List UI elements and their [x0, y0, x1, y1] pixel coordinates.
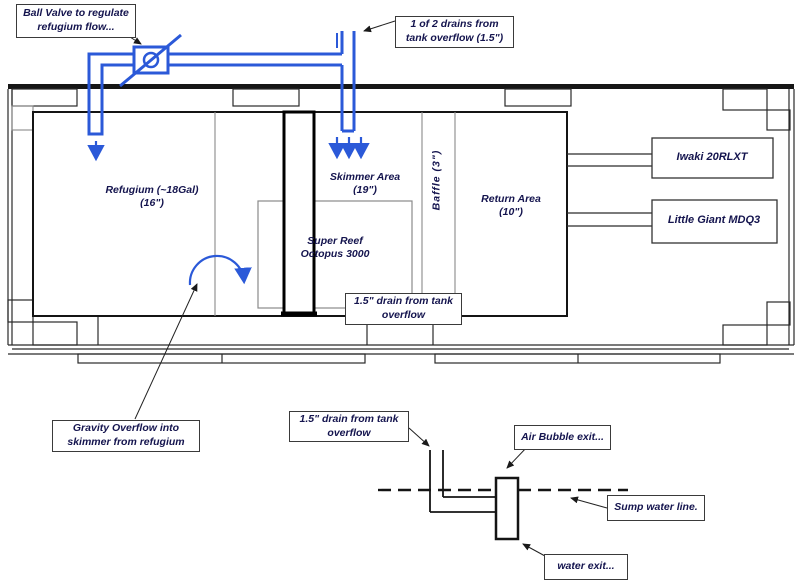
drains-top-leader [363, 20, 396, 33]
sump-water-leader [570, 496, 608, 509]
label-skimmer-line1: Skimmer Area [329, 170, 401, 183]
label-return-line2: (10") [499, 206, 523, 218]
skimmer-footprint-box [257, 200, 413, 309]
refugium-inlet-pipe [87, 52, 134, 136]
blue-plumbing [87, 31, 370, 286]
drain-bottom-leader [408, 427, 430, 447]
label-refugium-line1: Refugium (~18Gal) [105, 183, 199, 196]
label-return-area: Return Area (10") [481, 193, 541, 219]
flow-arrows [87, 137, 370, 286]
pump-box-little-giant [651, 199, 778, 244]
standpipe-tower [494, 476, 520, 541]
pump-pipes [567, 153, 652, 227]
callout-air-bubble: Air Bubble exit... [514, 425, 611, 450]
label-skimmer-area: Skimmer Area (19") [330, 171, 400, 197]
label-pump-little-giant: Little Giant MDQ3 [667, 214, 761, 227]
standpipe-inlet-pipe [429, 450, 496, 513]
label-pump-iwaki: Iwaki 20RLXT [676, 151, 748, 164]
label-skimmer-model-line2: Octopus 3000 [300, 248, 370, 260]
label-refugium-line2: (16") [140, 197, 164, 209]
callout-drains-top: 1 of 2 drains from tank overflow (1.5") [395, 16, 514, 48]
standpipe-detail [378, 450, 628, 541]
label-skimmer-model-line1: Super Reef [307, 234, 363, 247]
pump-box-iwaki [651, 137, 774, 179]
drain-feed-pipe [168, 52, 342, 67]
callout-water-exit: water exit... [544, 554, 628, 580]
sump-tank [32, 110, 568, 317]
label-baffle: Baffle (3") [430, 149, 443, 211]
water-exit-leader [522, 543, 546, 557]
tank-drain-pipe [336, 31, 356, 133]
label-skimmer-line2: (19") [353, 184, 377, 196]
callout-drain-mid: 1.5" drain from tank overflow [345, 293, 462, 325]
callout-gravity: Gravity Overflow into skimmer from refug… [52, 420, 200, 452]
label-return-line1: Return Area [481, 192, 541, 205]
label-skimmer-model: Super Reef Octopus 3000 [301, 235, 370, 261]
leader-arrows [129, 20, 608, 557]
stand-frame [7, 84, 795, 364]
gravity-leader [134, 283, 198, 420]
callout-sump-water: Sump water line. [607, 495, 705, 521]
callout-ball-valve: Ball Valve to regulate refugium flow... [16, 4, 136, 38]
ball-valve-symbol [119, 33, 182, 88]
gravity-overflow-arrow [188, 254, 252, 286]
label-refugium: Refugium (~18Gal) (16") [105, 184, 198, 210]
ball-valve-leader [129, 36, 142, 45]
overflow-baffle-wall [281, 110, 317, 317]
callout-drain-bottom: 1.5" drain from tank overflow [289, 411, 409, 442]
